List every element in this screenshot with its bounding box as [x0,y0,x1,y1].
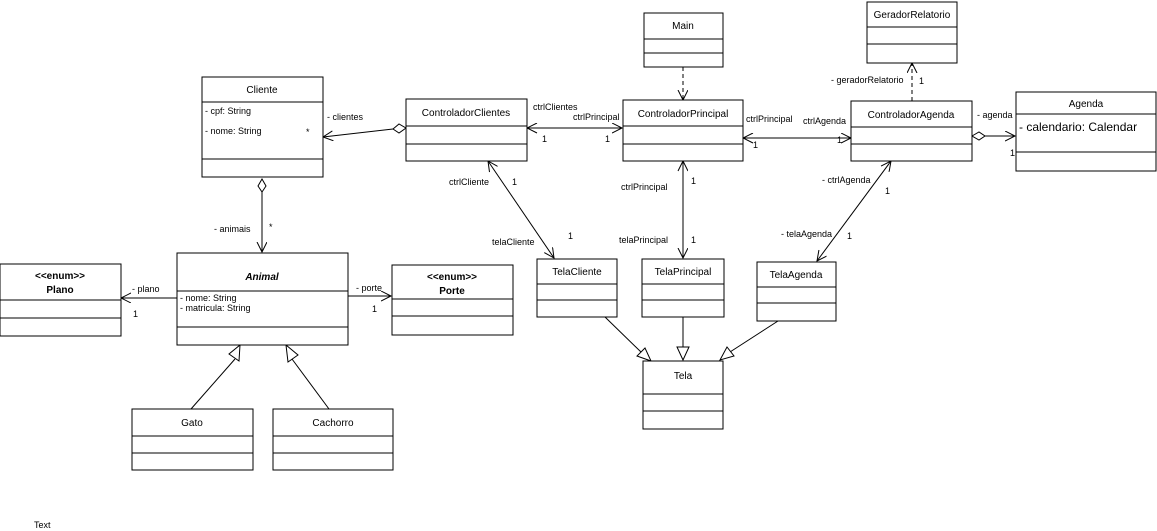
generalization-gato [190,343,241,410]
class-tela[interactable]: Tela [642,360,724,430]
class-main[interactable]: Main [643,12,724,68]
label-one-h: 1 [568,231,573,241]
label-star-animais: * [269,222,273,232]
class-tela-agenda[interactable]: TelaAgenda [756,261,837,322]
class-cliente-attr-cpf: - cpf: String [205,106,251,116]
label-one-f: 1 [1010,148,1015,158]
class-animal-name: Animal [244,272,279,283]
label-one-a: 1 [542,134,547,144]
assoc-ctrl-tela-agenda [817,161,891,261]
generalization-tela-cliente [604,316,652,362]
class-tela-principal[interactable]: TelaPrincipal [641,258,725,318]
label-ctrl-cliente: ctrlCliente [449,177,489,187]
class-tela-name: Tela [674,371,693,382]
label-plano: - plano [132,284,160,294]
assoc-agenda [970,132,1015,140]
label-one-e: 1 [919,76,924,86]
label-clientes: - clientes [327,112,364,122]
label-ctrl-agenda-1: ctrlAgenda [803,116,846,126]
label-one-n: 1 [372,304,377,314]
class-gerador-relatorio[interactable]: GeradorRelatorio [866,1,958,64]
class-plano-name: Plano [46,285,73,296]
label-one-b: 1 [605,134,610,144]
class-animal-attr-nome: - nome: String [180,293,237,303]
label-ctrl-principal-2: ctrlPrincipal [746,114,793,124]
class-plano[interactable]: <<enum>> Plano [0,263,122,337]
label-star-clientes: * [306,127,310,137]
class-plano-stereotype: <<enum>> [35,271,85,282]
label-one-i: 1 [691,176,696,186]
class-gato[interactable]: Gato [131,408,254,471]
label-ctrl-principal-3: ctrlPrincipal [621,182,668,192]
class-cachorro-name: Cachorro [312,418,354,429]
label-tela-agenda: - telaAgenda [781,229,832,239]
class-controlador-principal-name: ControladorPrincipal [638,109,729,120]
label-ctrl-principal-1: ctrlPrincipal [573,112,620,122]
class-agenda-attr-calendario: - calendario: Calendar [1019,120,1137,134]
generalization-tela-agenda [718,320,779,361]
class-porte[interactable]: <<enum>> Porte [391,264,514,336]
class-tela-principal-name: TelaPrincipal [655,267,712,278]
class-tela-cliente[interactable]: TelaCliente [536,258,618,318]
label-one-g: 1 [512,177,517,187]
label-one-m: 1 [133,309,138,319]
class-tela-cliente-name: TelaCliente [552,267,602,278]
class-controlador-clientes[interactable]: ControladorClientes [405,98,528,162]
assoc-ctrl-tela-cliente [488,161,554,258]
label-one-c: 1 [753,140,758,150]
class-agenda[interactable]: Agenda - calendario: Calendar [1015,91,1157,172]
label-tela-principal: telaPrincipal [619,235,668,245]
generalization-cachorro [285,343,330,410]
assoc-animais [258,177,266,252]
label-ctrl-agenda-2: - ctrlAgenda [822,175,871,185]
class-porte-stereotype: <<enum>> [427,272,477,283]
class-main-name: Main [672,21,694,32]
generalization-tela-principal [676,317,690,362]
label-ctrl-clientes: ctrlClientes [533,102,578,112]
class-controlador-principal[interactable]: ControladorPrincipal [622,99,744,162]
label-tela-cliente: telaCliente [492,237,535,247]
label-animais: - animais [214,224,251,234]
class-controlador-agenda-name: ControladorAgenda [868,110,955,121]
class-controlador-agenda[interactable]: ControladorAgenda [850,100,973,162]
class-porte-name: Porte [439,286,465,297]
footer-text: Text [34,520,51,530]
label-one-l: 1 [847,231,852,241]
label-one-k: 1 [885,186,890,196]
class-cliente-name: Cliente [246,85,278,96]
label-one-j: 1 [691,235,696,245]
label-agenda: - agenda [977,110,1013,120]
class-tela-agenda-name: TelaAgenda [770,270,823,281]
label-porte: - porte [356,283,382,293]
label-one-d: 1 [837,135,842,145]
class-animal-attr-matricula: - matricula: String [180,303,251,313]
class-gerador-relatorio-name: GeradorRelatorio [874,10,951,21]
class-cliente[interactable]: Cliente - cpf: String - nome: String [201,76,324,178]
label-gerador-relatorio: - geradorRelatorio [831,75,904,85]
class-agenda-name: Agenda [1069,99,1104,110]
class-cachorro[interactable]: Cachorro [272,408,394,471]
assoc-clientes [323,123,407,137]
class-cliente-attr-nome: - nome: String [205,126,262,136]
class-controlador-clientes-name: ControladorClientes [422,108,510,119]
class-animal[interactable]: Animal - nome: String - matricula: Strin… [176,252,349,346]
class-gato-name: Gato [181,418,203,429]
